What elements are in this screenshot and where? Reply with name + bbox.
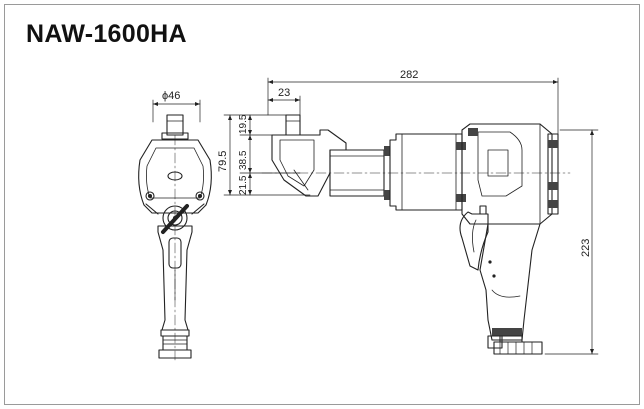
dim-anvil-offset: 23: [278, 87, 290, 99]
drawing-frame: [4, 4, 640, 405]
dim-total-height-front: 79.5: [217, 151, 229, 172]
dim-seg-mid: 38.5: [238, 150, 249, 170]
dim-seg-bottom: 21.5: [238, 175, 249, 195]
front-view: [138, 99, 212, 361]
dim-diameter: ϕ46: [162, 90, 180, 102]
side-view: [223, 77, 599, 355]
model-title: NAW-1600HA: [26, 20, 187, 48]
dim-overall-height: 223: [580, 239, 592, 257]
dim-seg-top: 19.5: [238, 114, 249, 134]
dim-overall-length: 282: [400, 69, 418, 81]
